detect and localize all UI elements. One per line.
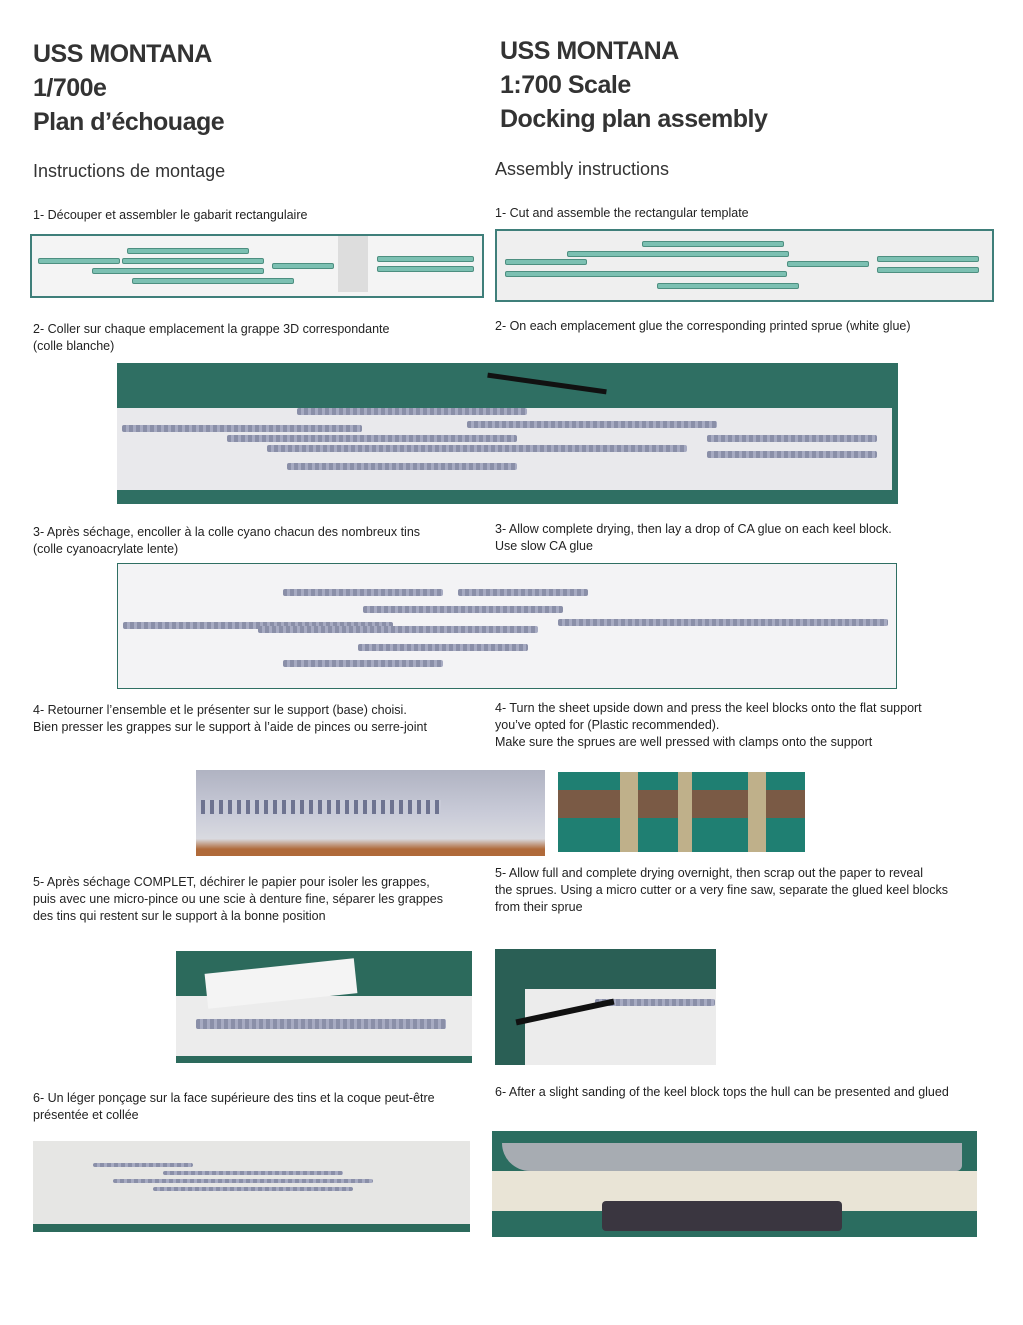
paper-removed-photo [176,951,472,1063]
hull-placed-photo [492,1131,977,1237]
subtitle-en: Assembly instructions [495,159,670,179]
keel-blocks-on-base-photo [33,1141,470,1232]
clamps-photo [558,772,805,852]
template-photo-fr [30,234,484,298]
step4-en: 4- Turn the sheet upside down and press … [495,701,922,749]
subtitle-fr: Instructions de montage [33,161,226,181]
title-fr-line3: Plan d’échouage [33,108,225,136]
step3-fr: 3- Après séchage, encoller à la colle cy… [33,525,421,556]
step6-fr: 6- Un léger ponçage sur la face supérieu… [33,1091,435,1122]
step4-fr: 4- Retourner l’ensemble et le présenter … [33,703,427,734]
ca-glue-photo [117,563,897,689]
title-en-line1: USS MONTANA [500,37,679,65]
step1-en: 1- Cut and assemble the rectangular temp… [495,206,749,220]
step2-en: 2- On each emplacement glue the correspo… [495,319,911,333]
step5-en: 5- Allow full and complete drying overni… [495,866,949,914]
step1-fr: 1- Découper et assembler le gabarit rect… [33,208,308,222]
step3-en: 3- Allow complete drying, then lay a dro… [495,522,892,553]
sprues-glued-photo [117,363,898,504]
title-fr-line2: 1/700e [33,74,107,102]
sheet-flipped-photo [196,770,545,856]
title-fr-line1: USS MONTANA [33,40,212,68]
step2-fr: 2- Coller sur chaque emplacement la grap… [33,322,390,353]
title-en-line2: 1:700 Scale [500,71,631,99]
step6-en: 6- After a slight sanding of the keel bl… [495,1085,949,1099]
cutting-photo [495,949,716,1065]
step5-fr: 5- Après séchage COMPLET, déchirer le pa… [33,875,443,923]
title-en-line3: Docking plan assembly [500,105,768,133]
template-photo-en [495,229,994,302]
